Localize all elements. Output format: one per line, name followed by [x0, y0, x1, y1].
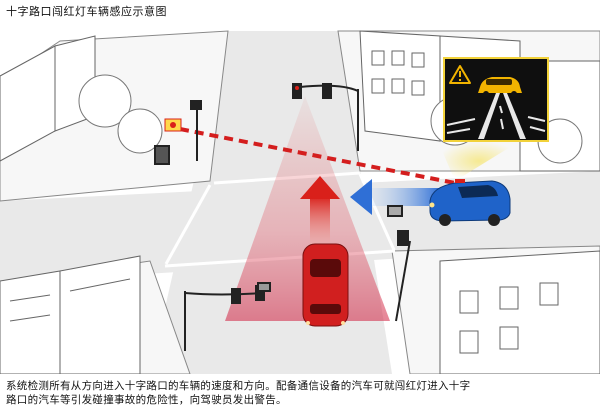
caption-line-1: 系统检测所有从方向进入十字路口的车辆的速度和方向。配备通信设备的汽车可就闯红灯进… — [6, 380, 471, 392]
red-car — [302, 243, 349, 327]
traffic-signals — [154, 83, 411, 351]
diagram-caption: 系统检测所有从方向进入十字路口的车辆的速度和方向。配备通信设备的汽车可就闯红灯进… — [6, 379, 594, 407]
warning-beam — [438, 141, 520, 181]
blue-car — [429, 179, 511, 226]
warning-signal-line — [179, 127, 456, 185]
intersection-scene — [0, 30, 600, 374]
caption-line-2: 路口的汽车等引发碰撞事故的危险性，向驾驶员发出警告。 — [6, 394, 287, 406]
blue-car-direction-arrow — [350, 179, 440, 215]
in-car-warning-display — [443, 57, 549, 142]
diagram-title: 十字路口闯红灯车辆感应示意图 — [6, 5, 167, 18]
red-car-detection-zone — [225, 96, 390, 321]
car-icon — [478, 77, 522, 97]
buildings-left — [0, 35, 141, 374]
warning-triangle-icon — [449, 65, 471, 84]
red-car-direction-arrow — [300, 176, 340, 246]
red-light-warning-icon — [164, 118, 182, 132]
